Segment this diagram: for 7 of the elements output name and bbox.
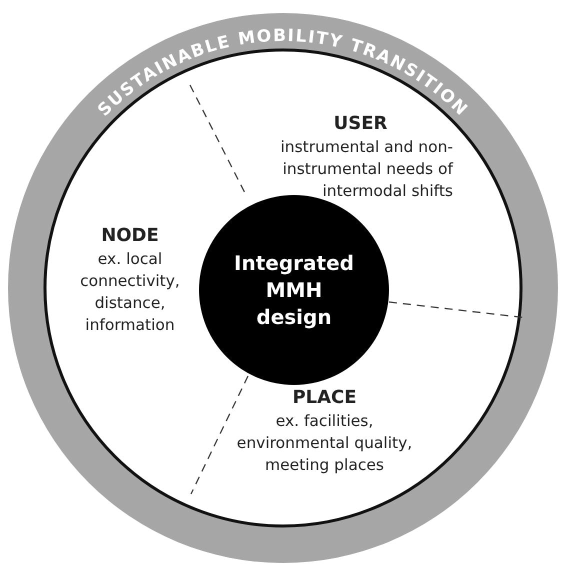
section-heading: NODE — [100, 224, 160, 248]
center-label: Integrated MMH design — [233, 250, 355, 330]
section-heading: USER — [332, 113, 388, 136]
section-description: ex. facilities, environmental quality, meeting places — [236, 411, 414, 476]
section-description: ex. local connectivity, distance, information — [79, 249, 181, 336]
section-heading: PLACE — [291, 386, 358, 410]
section-description: instrumental and non-instrumental needs of intermodal shifts — [279, 137, 453, 202]
